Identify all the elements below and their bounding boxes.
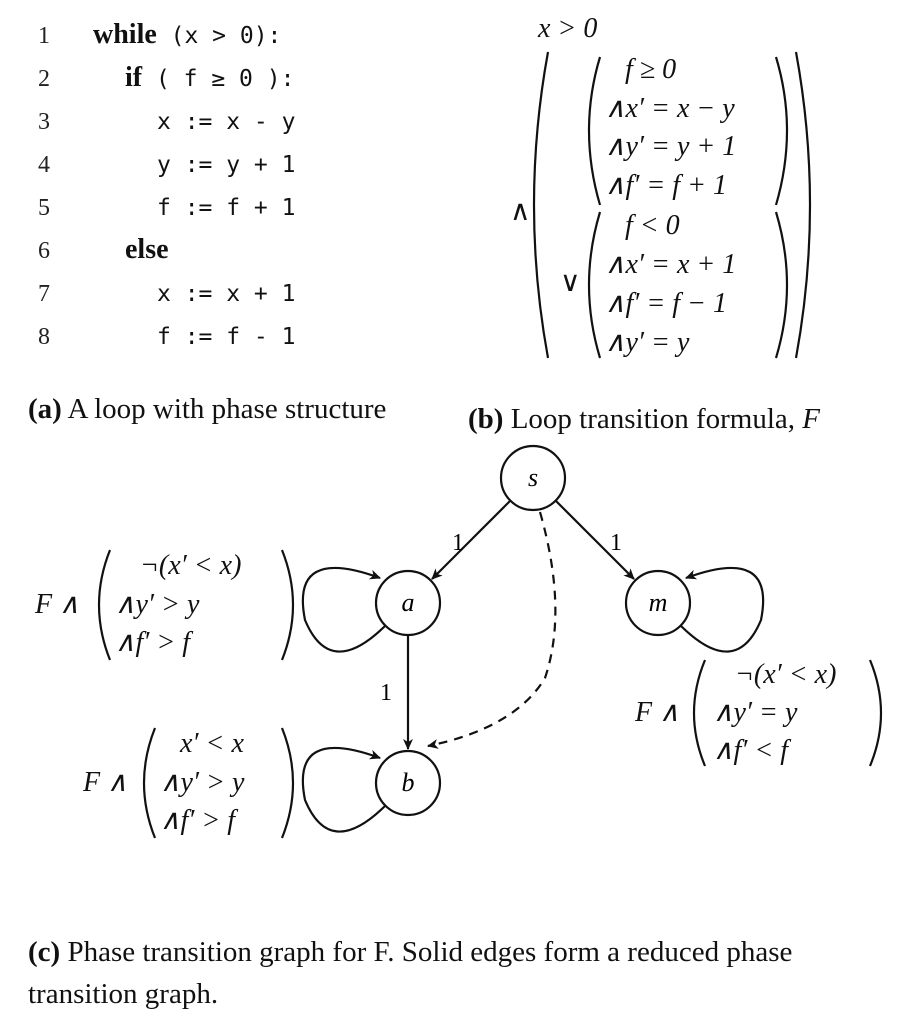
and-symbol: ∧ — [510, 196, 531, 227]
caption-var: F — [802, 403, 820, 435]
formula-line: ∧x′ = x + 1 — [605, 249, 737, 280]
line-number: 8 — [38, 324, 50, 350]
formula-line: f < 0 — [625, 210, 680, 241]
paren-guard-m-left — [692, 659, 707, 767]
code-line: if ( f ≥ 0 ): — [125, 63, 294, 94]
formula-head: x > 0 — [538, 13, 598, 44]
code-text: ( f ≥ 0 ): — [142, 66, 295, 92]
code-line: f := f + 1 — [157, 195, 296, 221]
guard-line: ¬(x′ < x) — [140, 550, 242, 581]
keyword: else — [125, 234, 169, 265]
formula-line: ∧y′ = y + 1 — [605, 131, 737, 162]
paren-upper-left — [587, 56, 602, 206]
paren-outer-right — [794, 51, 812, 359]
line-number: 2 — [38, 66, 50, 92]
line-number: 4 — [38, 152, 50, 178]
paren-lower-right — [774, 211, 789, 359]
paren-guard-a-right — [280, 549, 295, 661]
line-number: 3 — [38, 109, 50, 135]
guard-line: x′ < x — [180, 728, 244, 759]
formula-line: f ≥ 0 — [625, 54, 677, 85]
code-line: x := x + 1 — [157, 281, 296, 307]
edge-s-m — [555, 500, 635, 580]
caption-label: (c) — [28, 936, 61, 968]
code-line: y := y + 1 — [157, 152, 296, 178]
line-number: 7 — [38, 281, 50, 307]
guard-line: ∧f′ > f — [115, 627, 191, 658]
node-m — [624, 569, 692, 637]
paren-outer-left — [532, 51, 550, 359]
node-s — [499, 444, 567, 512]
formula-line: ∧x′ = x − y — [605, 93, 735, 124]
guard-prefix: F ∧ — [35, 589, 80, 620]
paren-guard-a-left — [97, 549, 112, 661]
edge-label-s-a: 1 — [452, 530, 464, 556]
line-number: 1 — [38, 23, 50, 49]
caption-b: (b) Loop transition formula, F — [468, 404, 820, 434]
caption-c-line2: transition graph. — [28, 978, 219, 1010]
guard-prefix: F ∧ — [635, 697, 680, 728]
keyword: if — [125, 62, 143, 93]
caption-text: Loop transition formula, — [503, 403, 803, 435]
keyword: while — [93, 19, 157, 50]
line-number: 6 — [38, 238, 50, 264]
guard-line: ∧f′ > f — [160, 805, 236, 836]
self-loop-m — [680, 566, 765, 653]
node-s-label: s — [528, 463, 538, 492]
paren-lower-left — [587, 211, 602, 359]
caption-a: (a) A loop with phase structure — [28, 394, 386, 424]
caption-label: (b) — [468, 403, 504, 435]
formula-line: ∧f′ = f + 1 — [605, 170, 727, 201]
node-a-label: a — [402, 588, 415, 617]
paren-guard-m-right — [868, 659, 883, 767]
edge-s-b-dashed — [427, 511, 557, 749]
paren-guard-b-right — [280, 727, 295, 839]
code-text: (x > 0): — [156, 23, 282, 49]
formula-line: ∧f′ = f − 1 — [605, 288, 727, 319]
paren-upper-right — [774, 56, 789, 206]
caption-c: (c) Phase transition graph for F. Solid … — [28, 937, 792, 967]
guard-prefix: F ∧ — [83, 767, 128, 798]
code-line: f := f - 1 — [157, 324, 296, 350]
self-loop-b — [301, 746, 386, 833]
formula-line: ∧y′ = y — [605, 327, 690, 358]
code-line: while (x > 0): — [93, 20, 281, 51]
guard-line: ¬(x′ < x) — [735, 659, 837, 690]
paren-guard-b-left — [142, 727, 157, 839]
node-m-label: m — [649, 588, 668, 617]
caption-text: Phase transition graph for F. Solid edge… — [60, 936, 793, 968]
edge-s-a — [431, 500, 511, 580]
guard-line: ∧y′ = y — [713, 697, 798, 728]
edge-label-a-b: 1 — [380, 680, 392, 706]
guard-line: ∧f′ < f — [713, 735, 789, 766]
self-loop-a — [301, 566, 386, 653]
node-b — [374, 749, 442, 817]
or-symbol: ∨ — [560, 267, 581, 298]
caption-label: (a) — [28, 393, 62, 425]
node-b-label: b — [402, 768, 415, 797]
guard-line: ∧y′ > y — [160, 767, 245, 798]
guard-line: ∧y′ > y — [115, 589, 200, 620]
caption-text: A loop with phase structure — [61, 393, 387, 425]
code-line: x := x - y — [157, 109, 296, 135]
line-number: 5 — [38, 195, 50, 221]
edge-label-s-m: 1 — [610, 530, 622, 556]
